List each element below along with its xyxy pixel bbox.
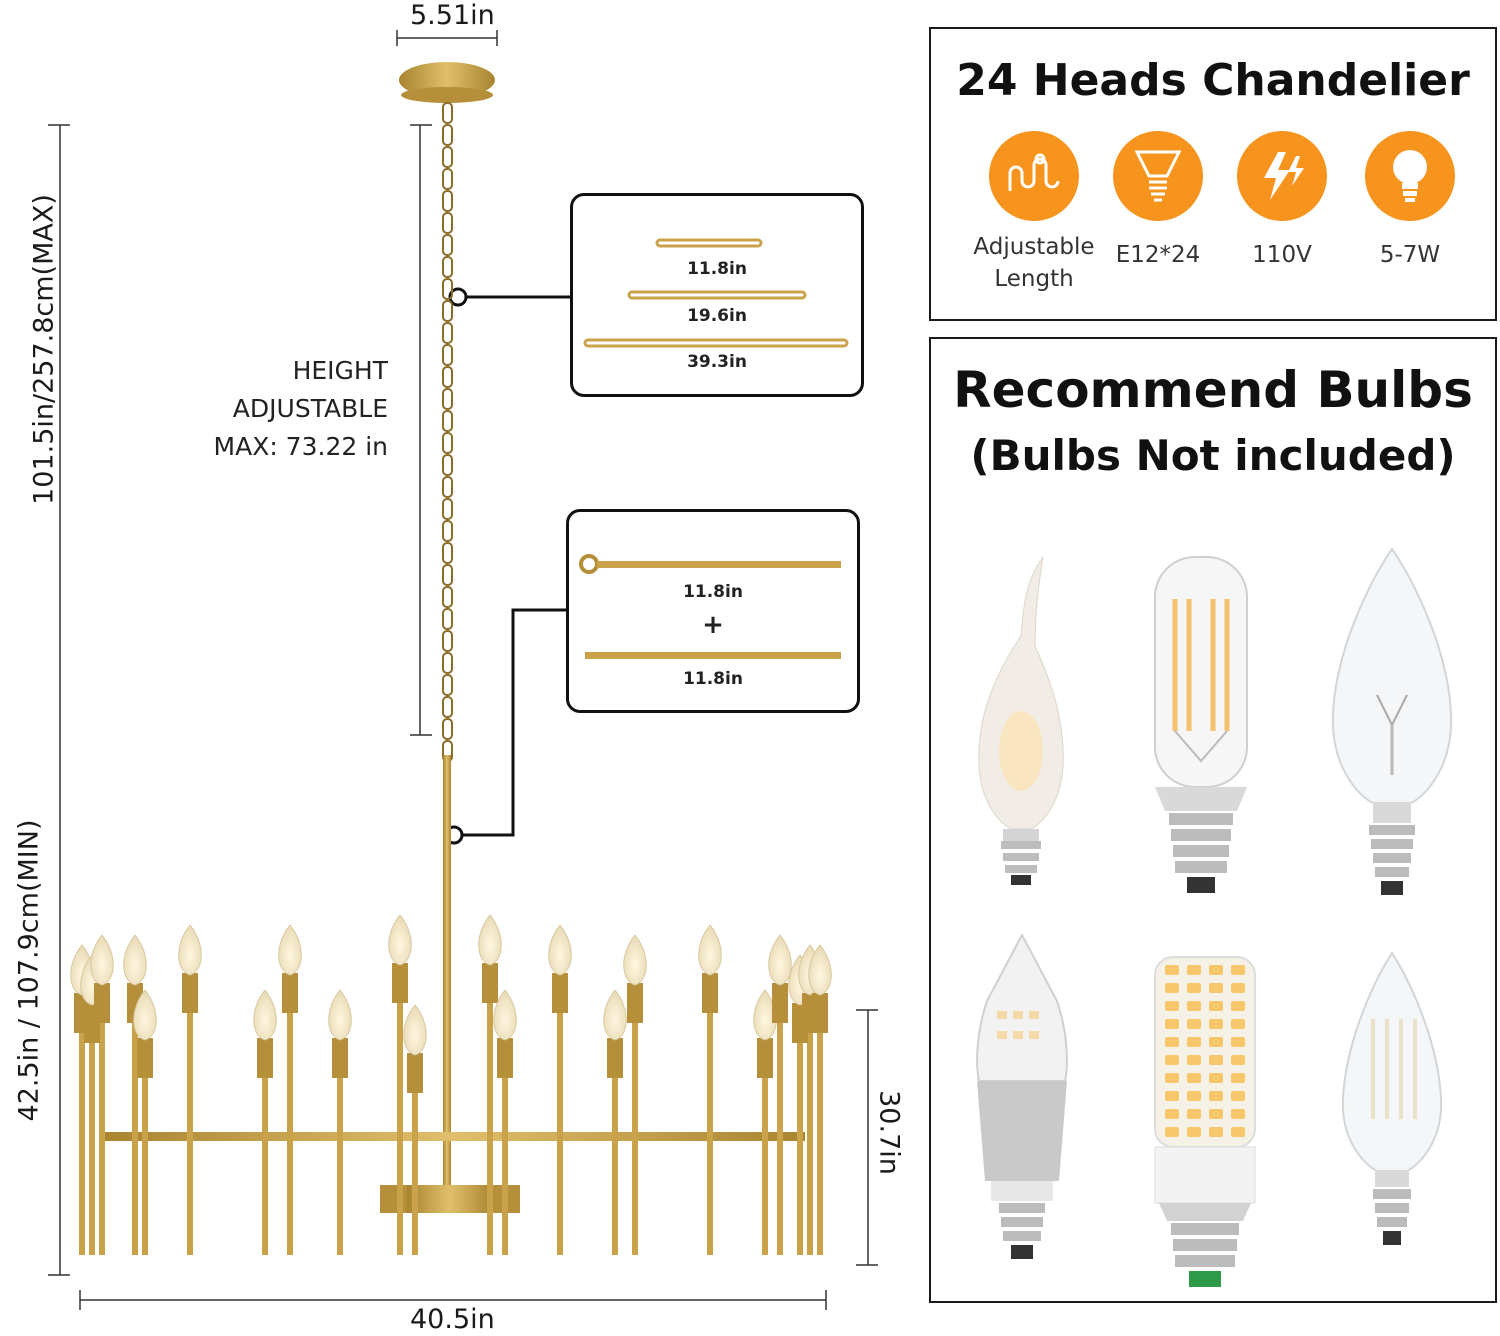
bulbs-subtitle: (Bulbs Not included) bbox=[970, 431, 1456, 480]
downrod-length-1: 11.8in bbox=[683, 582, 743, 602]
lightning-icon bbox=[1237, 131, 1327, 221]
dimension-lines bbox=[48, 30, 878, 1310]
chandelier-illustration bbox=[70, 62, 832, 1255]
led-filament-candle-bulb bbox=[1341, 951, 1443, 1245]
feature-wattage: 5-7W bbox=[1345, 131, 1475, 271]
chain-length-1: 11.8in bbox=[687, 259, 747, 279]
feature-base-type: E12*24 bbox=[1093, 131, 1223, 271]
chain-samples bbox=[583, 238, 849, 348]
body-height-label: 30.7in bbox=[873, 1090, 905, 1175]
downrod-length-2: 11.8in bbox=[683, 669, 743, 689]
feature-voltage: 110V bbox=[1217, 131, 1347, 271]
bulb-base-icon bbox=[1113, 131, 1203, 221]
recommended-bulbs-panel: Recommend Bulbs (Bulbs Not included) bbox=[929, 337, 1497, 1303]
plus-sign: + bbox=[702, 610, 724, 640]
clear-candle-bulb bbox=[1331, 547, 1453, 895]
chain-length-callout: 11.8in 19.6in 39.3in bbox=[570, 193, 864, 397]
height-adjustable-note: HEIGHT ADJUSTABLE MAX: 73.22 in bbox=[213, 356, 388, 461]
downrod-callout: 11.8in + 11.8in bbox=[566, 509, 860, 713]
led-tubular-filament-bulb bbox=[1154, 556, 1248, 893]
adjustable-length-icon bbox=[989, 131, 1079, 221]
canopy-width-label: 5.51in bbox=[410, 0, 495, 31]
features-title: 24 Heads Chandelier bbox=[956, 55, 1470, 106]
downrod-samples bbox=[579, 554, 841, 659]
chain-length-2: 19.6in bbox=[687, 306, 747, 326]
body-width-label: 40.5in bbox=[410, 1304, 495, 1335]
frosted-flame-tip-bulb bbox=[978, 556, 1064, 885]
bulbs-title: Recommend Bulbs bbox=[953, 361, 1473, 419]
chain-length-3: 39.3in bbox=[687, 352, 747, 372]
led-corn-bulb bbox=[1154, 956, 1256, 1287]
crystal-led-candle-bulb bbox=[976, 932, 1068, 1259]
max-height-label: 101.5in/257.8cm(MAX) bbox=[28, 194, 60, 505]
lightbulb-icon bbox=[1365, 131, 1455, 221]
min-height-label: 42.5in / 107.9cm(MIN) bbox=[13, 819, 45, 1122]
